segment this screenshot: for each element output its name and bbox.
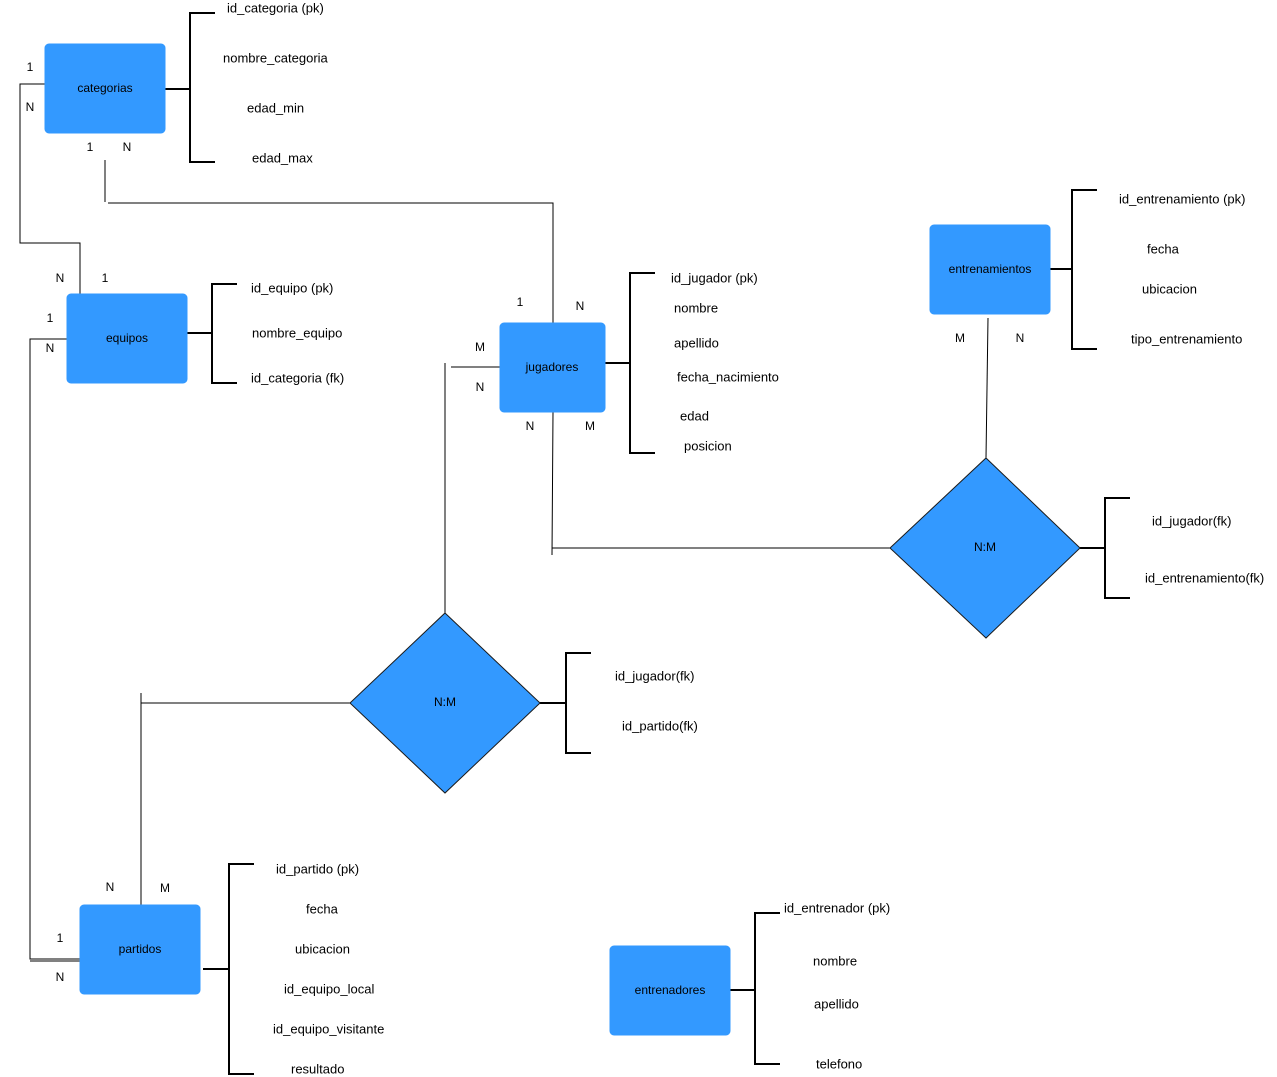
attribute: tipo_entrenamiento <box>1131 331 1242 346</box>
entity-label: partidos <box>119 942 162 956</box>
attribute: fecha <box>306 901 339 916</box>
relationship-jugadores-entrenamientos[interactable]: N:M <box>889 457 1081 639</box>
cardinality-label: N <box>56 970 65 984</box>
cardinality-labels: 1 N 1 N N 1 1 N 1 N M N N M M N N M 1 N <box>26 60 1025 984</box>
attribute: id_equipo (pk) <box>251 280 333 295</box>
attributes-entrenamientos: id_entrenamiento (pk) fecha ubicacion ti… <box>1119 191 1245 346</box>
bracket-jugadores <box>605 272 655 454</box>
attribute: apellido <box>674 335 719 350</box>
attribute: nombre_equipo <box>252 325 342 340</box>
attribute: id_categoria (pk) <box>227 0 324 15</box>
entity-equipos[interactable]: equipos <box>66 293 188 384</box>
cardinality-label: N <box>1016 331 1025 345</box>
attributes-partidos: id_partido (pk) fecha ubicacion id_equip… <box>273 861 384 1076</box>
attributes-categorias: id_categoria (pk) nombre_categoria edad_… <box>223 0 329 165</box>
attribute: id_jugador(fk) <box>615 668 695 683</box>
entity-label: categorias <box>77 81 132 95</box>
cardinality-label: 1 <box>87 140 94 154</box>
cardinality-label: 1 <box>102 271 109 285</box>
attribute: nombre_categoria <box>223 50 329 65</box>
entity-jugadores[interactable]: jugadores <box>499 322 606 413</box>
cardinality-label: N <box>46 341 55 355</box>
attributes-rel-entrenamientos: id_jugador(fk) id_entrenamiento(fk) <box>1145 513 1264 585</box>
attribute: fecha <box>1147 241 1180 256</box>
entity-partidos[interactable]: partidos <box>79 904 201 995</box>
cardinality-label: N <box>526 419 535 433</box>
attribute: edad <box>680 408 709 423</box>
attribute: id_entrenamiento (pk) <box>1119 191 1245 206</box>
connector-lines <box>19 83 989 962</box>
cardinality-label: 1 <box>47 311 54 325</box>
attribute-brackets <box>165 12 1130 1075</box>
attribute: nombre <box>674 300 718 315</box>
entity-categorias[interactable]: categorias <box>44 43 166 134</box>
cardinality-label: M <box>475 340 485 354</box>
attribute: id_equipo_local <box>284 981 374 996</box>
line-categorias-equipos <box>19 83 81 294</box>
attributes-jugadores: id_jugador (pk) nombre apellido fecha_na… <box>671 270 779 453</box>
bracket-equipos <box>187 283 237 384</box>
cardinality-label: M <box>160 881 170 895</box>
entity-label: entrenadores <box>635 983 706 997</box>
cardinality-label: 1 <box>517 295 524 309</box>
cardinality-label: M <box>955 331 965 345</box>
attribute: id_partido(fk) <box>622 718 698 733</box>
attribute: edad_min <box>247 100 304 115</box>
line-rel-partidos-partidos <box>140 693 350 905</box>
entity-entrenamientos[interactable]: entrenamientos <box>929 224 1051 315</box>
bracket-partidos <box>203 863 254 1075</box>
attributes-entrenadores: id_entrenador (pk) nombre apellido telef… <box>784 900 890 1071</box>
line-jugadores-rel-partidos <box>444 363 500 613</box>
entity-label: equipos <box>106 331 148 345</box>
line-equipos-partidos <box>29 338 80 960</box>
attribute: resultado <box>291 1061 344 1076</box>
bracket-rel-partidos <box>540 652 591 754</box>
bracket-entrenamientos <box>1050 189 1097 350</box>
cardinality-label: N <box>123 140 132 154</box>
cardinality-label: N <box>26 100 35 114</box>
attribute: id_partido (pk) <box>276 861 359 876</box>
attribute: id_entrenador (pk) <box>784 900 890 915</box>
line-entrenamientos-rel <box>985 317 989 459</box>
cardinality-label: N <box>476 380 485 394</box>
attribute: apellido <box>814 996 859 1011</box>
attribute: ubicacion <box>295 941 350 956</box>
attribute: posicion <box>684 438 732 453</box>
attribute: nombre <box>813 953 857 968</box>
relationship-label: N:M <box>974 540 996 554</box>
cardinality-label: N <box>576 299 585 313</box>
line-jugadores-rel-entrenamientos <box>551 411 890 556</box>
attributes-rel-partidos: id_jugador(fk) id_partido(fk) <box>615 668 698 733</box>
cardinality-label: N <box>56 271 65 285</box>
entity-entrenadores[interactable]: entrenadores <box>609 945 731 1036</box>
relationship-jugadores-partidos[interactable]: N:M <box>349 612 541 794</box>
attribute: id_jugador(fk) <box>1152 513 1232 528</box>
attribute: id_categoria (fk) <box>251 370 344 385</box>
line-categorias-jugadores <box>104 160 554 323</box>
attribute: id_equipo_visitante <box>273 1021 384 1036</box>
relationship-label: N:M <box>434 695 456 709</box>
cardinality-label: 1 <box>57 931 64 945</box>
attribute: edad_max <box>252 150 313 165</box>
cardinality-label: N <box>106 880 115 894</box>
bracket-entrenadores <box>730 912 780 1065</box>
attribute: telefono <box>816 1056 862 1071</box>
attribute: id_entrenamiento(fk) <box>1145 570 1264 585</box>
attribute: ubicacion <box>1142 281 1197 296</box>
entity-label: entrenamientos <box>949 262 1032 276</box>
attributes-equipos: id_equipo (pk) nombre_equipo id_categori… <box>251 280 344 385</box>
attribute: id_jugador (pk) <box>671 270 758 285</box>
cardinality-label: M <box>585 419 595 433</box>
entity-label: jugadores <box>525 360 579 374</box>
bracket-rel-entrenamientos <box>1080 497 1130 599</box>
bracket-categorias <box>165 12 215 163</box>
attribute: fecha_nacimiento <box>677 369 779 384</box>
cardinality-label: 1 <box>27 60 34 74</box>
